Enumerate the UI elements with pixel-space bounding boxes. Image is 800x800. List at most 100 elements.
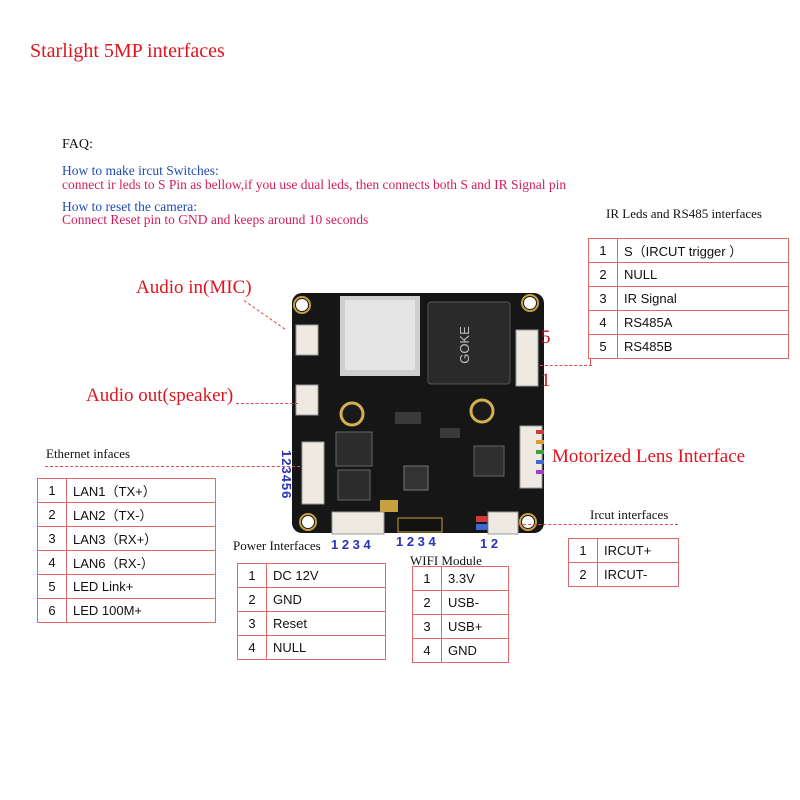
ir-pin-5-marker: 5 [541,327,551,348]
power-pin-markers: 1 2 3 4 [331,537,371,552]
motorized-lens-label: Motorized Lens Interface [552,446,746,467]
ethernet-leader [45,466,300,467]
ir-pin-1-marker: 1 [541,370,551,391]
audio-in-connector [295,324,319,356]
pin-function: NULL [617,262,789,287]
page-title: Starlight 5MP interfaces [30,40,225,62]
screw [339,401,365,427]
pin-function: LED 100M+ [66,598,216,623]
pin-number: 2 [237,587,267,612]
pin-function: LED Link+ [66,574,216,599]
ir-rs485-connector [515,329,539,387]
ir-rs485-leader-v [590,352,591,366]
pin-function: S（IRCUT trigger ） [617,238,789,263]
pin-function: IR Signal [617,286,789,311]
faq-question-ircut: How to make ircut Switches: [62,163,219,178]
pin-function: RS485B [617,334,789,359]
pin-number: 1 [237,563,267,588]
audio-out-connector [295,384,319,416]
pin-function: 3.3V [441,566,509,591]
pin-number: 3 [237,611,267,636]
pin-function: LAN1（TX+） [66,478,216,503]
audio-out-label: Audio out(speaker) [86,385,234,406]
pin-function: NULL [266,635,386,660]
pin-number: 5 [37,574,67,599]
pin-number: 3 [412,614,442,639]
pin-number: 4 [237,635,267,660]
power-label: Power Interfaces [233,538,321,553]
pin-number: 2 [588,262,618,287]
audio-in-label: Audio in(MIC) [136,277,252,298]
soc-chip [427,301,511,385]
ircut-label: Ircut interfaces [590,507,669,522]
pin-number: 1 [412,566,442,591]
pin-number: 4 [412,638,442,663]
pin-function: IRCUT- [597,562,679,587]
ethernet-pin-markers: 123456 [279,450,294,500]
pin-number: 4 [37,550,67,575]
pin-number: 4 [588,310,618,335]
lens-wires [536,430,544,474]
faq-answer-ircut: connect ir leds to S Pin as bellow,if yo… [62,177,567,192]
faq-answer-reset: Connect Reset pin to GND and keeps aroun… [62,212,369,227]
screw [469,398,495,424]
ethernet-connector [301,441,325,505]
soc-chip-label: GOKE [457,326,472,364]
pin-function: RS485A [617,310,789,335]
wifi-header [397,517,443,533]
pin-number: 1 [588,238,618,263]
pin-number: 1 [568,538,598,563]
pin-number: 1 [37,478,67,503]
pin-number: 3 [37,526,67,551]
pin-number: 6 [37,598,67,623]
ir-rs485-label: IR Leds and RS485 interfaces [606,206,762,221]
pin-function: IRCUT+ [597,538,679,563]
pin-function: GND [266,587,386,612]
pin-function: LAN3（RX+） [66,526,216,551]
motorized-lens-connector [519,425,543,489]
pin-number: 2 [412,590,442,615]
ethernet-label: Ethernet infaces [46,446,131,461]
pin-number: 3 [588,286,618,311]
ircut-pin-markers: 1 2 [480,536,499,551]
power-connector [331,511,385,535]
pin-number: 2 [568,562,598,587]
pin-function: GND [441,638,509,663]
ir-rs485-leader [540,365,592,366]
ircut-connector [487,511,519,535]
pin-function: DC 12V [266,563,386,588]
faq-heading: FAQ: [62,137,93,152]
pin-function: Reset [266,611,386,636]
pin-number: 5 [588,334,618,359]
faq-question-reset: How to reset the camera: [62,199,197,214]
pin-function: USB- [441,590,509,615]
wifi-pin-markers: 1 2 3 4 [396,534,436,549]
ircut-leader [518,524,678,525]
